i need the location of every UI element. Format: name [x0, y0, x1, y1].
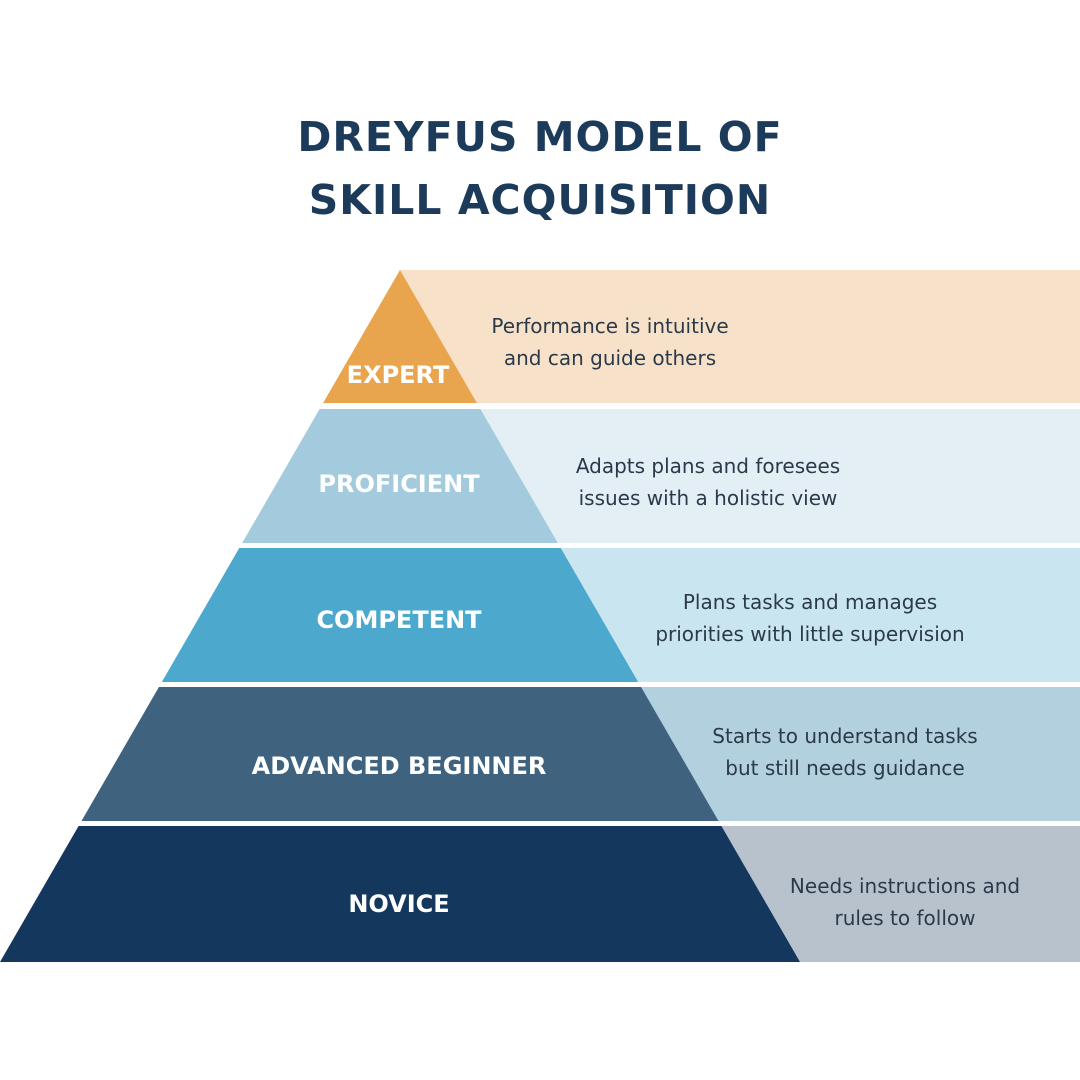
tier-novice: [0, 826, 800, 962]
desc-advanced-beginner: Starts to understand tasks but still nee…: [690, 720, 1000, 784]
tier-label-expert: EXPERT: [347, 361, 450, 389]
desc-expert: Performance is intuitive and can guide o…: [460, 310, 760, 374]
title-line-1: DREYFUS MODEL OF: [297, 113, 783, 161]
desc-novice-line-1: Needs instructions and: [789, 874, 1021, 898]
mask-expert: [0, 270, 400, 403]
tier-competent: [161, 548, 639, 682]
desc-novice: Needs instructions and rules to follow: [770, 870, 1040, 934]
mask-proficient: [0, 409, 320, 543]
tier-label-proficient: PROFICIENT: [318, 470, 480, 498]
desc-novice-line-2: rules to follow: [834, 906, 976, 930]
desc-competent: Plans tasks and manages priorities with …: [630, 586, 990, 650]
tier-label-novice: NOVICE: [348, 890, 449, 918]
title-line-2: SKILL ACQUISITION: [308, 176, 772, 224]
desc-proficient-line-1: Adapts plans and foresees: [575, 454, 841, 478]
desc-proficient-line-2: issues with a holistic view: [578, 486, 838, 510]
desc-competent-line-1: Plans tasks and manages: [682, 590, 938, 614]
desc-advanced-beginner-line-2: but still needs guidance: [725, 756, 965, 780]
desc-expert-line-2: and can guide others: [503, 346, 717, 370]
desc-advanced-beginner-line-1: Starts to understand tasks: [712, 724, 978, 748]
tier-advanced-beginner: [81, 687, 719, 821]
tier-proficient: [242, 409, 558, 543]
tier-label-advanced-beginner: ADVANCED BEGINNER: [252, 752, 547, 780]
desc-proficient: Adapts plans and foresees issues with a …: [548, 450, 868, 514]
desc-competent-line-2: priorities with little supervision: [655, 622, 965, 646]
tier-expert: [323, 270, 477, 403]
mask-advanced-beginner: [0, 687, 159, 821]
desc-expert-line-1: Performance is intuitive: [491, 314, 729, 338]
tier-label-competent: COMPETENT: [316, 606, 482, 634]
mask-competent: [0, 548, 240, 682]
